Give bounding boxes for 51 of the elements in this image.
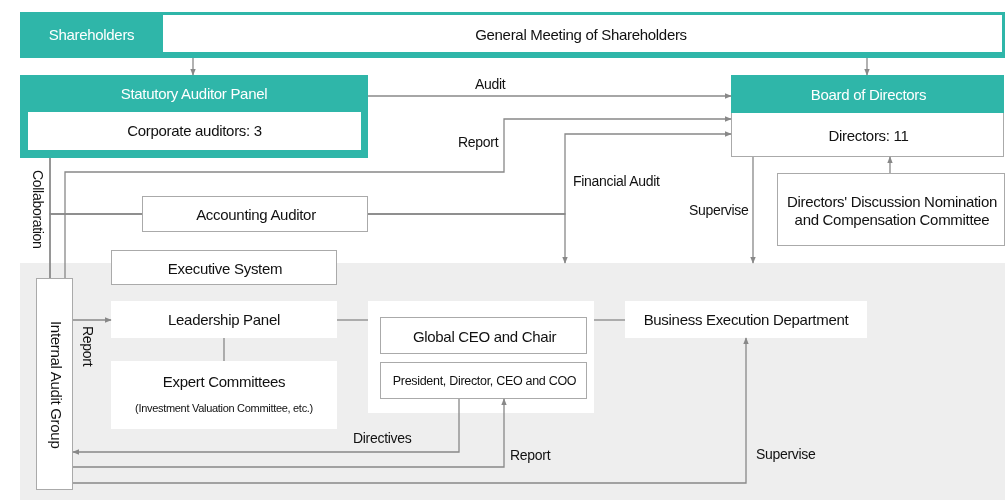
node-title: Statutory Auditor Panel	[120, 85, 268, 103]
header-band	[20, 12, 163, 58]
arrow	[887, 156, 893, 174]
edge-label: Supervise	[755, 446, 817, 463]
arrow	[72, 337, 749, 484]
node-title: Board of Directors	[810, 86, 927, 104]
node-title: Internal Audit Group	[46, 321, 65, 449]
process-box	[111, 250, 337, 285]
process-box	[36, 278, 73, 490]
process-box	[163, 12, 1005, 58]
process-box	[111, 361, 337, 429]
node-subtitle: Directors: 11	[828, 127, 909, 145]
node-title: Business Execution Department	[643, 310, 849, 329]
node-title: Expert Committees	[162, 373, 286, 391]
arrow	[64, 116, 732, 279]
process-box	[380, 362, 587, 399]
node-title: Shareholders	[48, 26, 135, 44]
node-title: President, Director, CEO and COO	[392, 374, 577, 389]
edge-label: Report	[509, 447, 552, 464]
arrow	[72, 398, 460, 455]
node-title: Directors' Discussion Nomination and Compensation Committee	[786, 192, 998, 229]
node-title: Global CEO and Chair	[412, 327, 557, 346]
process-box	[111, 301, 337, 338]
process-box	[380, 317, 587, 354]
node-subtitle: (Investment Valuation Committee, etc.)	[135, 402, 313, 416]
process-box	[28, 112, 361, 150]
connector-line	[336, 319, 369, 321]
arrow	[72, 317, 112, 323]
node-title: Leadership Panel	[168, 310, 280, 329]
arrow	[190, 57, 196, 76]
arrow	[367, 93, 732, 99]
panel-box	[368, 301, 594, 413]
node-title: General Meeting of Shareholders	[475, 26, 687, 44]
process-box	[777, 173, 1005, 246]
connector-line	[49, 213, 143, 279]
edge-label: Supervise	[688, 202, 750, 219]
connector-line	[593, 319, 626, 321]
arrow	[367, 213, 568, 264]
section-background	[20, 263, 1005, 500]
panel-box	[20, 75, 368, 158]
arrow	[750, 156, 756, 264]
connector-line	[223, 337, 225, 362]
node-title: Executive System	[167, 259, 283, 278]
arrow	[72, 398, 507, 468]
edge-label: Report	[457, 134, 500, 151]
arrow	[864, 57, 870, 76]
process-box	[625, 301, 867, 338]
process-box	[731, 75, 1004, 157]
node-title: Corporate auditors: 3	[127, 122, 262, 140]
node-title: Accounting Auditor	[196, 206, 316, 224]
process-box	[142, 196, 368, 232]
